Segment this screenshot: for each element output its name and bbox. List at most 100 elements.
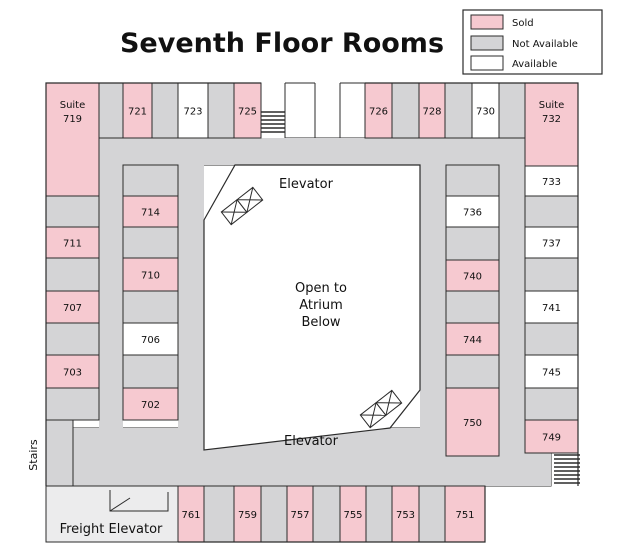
room-725[interactable]: 725: [233, 82, 262, 139]
room-753[interactable]: 753: [391, 485, 420, 543]
room-714[interactable]: 714: [122, 195, 179, 228]
room-filler: [45, 387, 100, 421]
room-filler: [524, 195, 579, 228]
elevator-top: Elevator: [220, 177, 334, 226]
room-750[interactable]: 750: [445, 387, 500, 457]
room-755[interactable]: 755: [339, 485, 367, 543]
room-710-area[interactable]: [122, 257, 179, 292]
room-761-area[interactable]: [177, 485, 205, 543]
room-728[interactable]: 728: [418, 82, 446, 139]
room-728-area[interactable]: [418, 82, 446, 139]
room-706-label: 706: [141, 335, 160, 346]
room-740[interactable]: 740: [445, 259, 500, 292]
elevator-top-icon: [220, 186, 264, 226]
room-745-area[interactable]: [524, 354, 579, 389]
room-711-area[interactable]: [45, 226, 100, 259]
room-740-area[interactable]: [445, 259, 500, 292]
room-741-area[interactable]: [524, 290, 579, 324]
room-741[interactable]: 741: [524, 290, 579, 324]
room-714-label: 714: [141, 208, 160, 219]
room-730-label: 730: [476, 107, 495, 118]
room-723-area[interactable]: [177, 82, 209, 139]
room-706[interactable]: 706: [122, 322, 179, 356]
room-761-label: 761: [181, 510, 200, 521]
legend-swatch-not-available: [470, 35, 504, 51]
room-706-area[interactable]: [122, 322, 179, 356]
room-723-label: 723: [183, 107, 202, 118]
room-filler: [45, 195, 100, 228]
room-710-label: 710: [141, 271, 160, 282]
room-filler: [207, 82, 235, 139]
room-702-label: 702: [141, 400, 160, 411]
room-732-label-line1: Suite: [539, 100, 565, 111]
room-707[interactable]: 707: [45, 290, 100, 324]
room-725-label: 725: [238, 107, 257, 118]
room-732-area[interactable]: [524, 82, 579, 167]
room-749[interactable]: 749: [524, 419, 579, 454]
room-726-area[interactable]: [364, 82, 393, 139]
room-759[interactable]: 759: [233, 485, 262, 543]
room-703-label: 703: [63, 368, 82, 379]
room-707-area[interactable]: [45, 290, 100, 324]
room-732[interactable]: Suite 732: [524, 82, 579, 167]
room-filler: [122, 164, 179, 197]
room-703[interactable]: 703: [45, 354, 100, 389]
room-filler: [498, 82, 526, 139]
room-726[interactable]: 726: [364, 82, 393, 139]
room-733[interactable]: 733: [524, 165, 579, 197]
room-filler: [122, 290, 179, 324]
room-737[interactable]: 737: [524, 226, 579, 259]
room-755-area[interactable]: [339, 485, 367, 543]
room-702[interactable]: 702: [122, 387, 179, 421]
legend-label-sold: Sold: [512, 18, 534, 29]
room-703-area[interactable]: [45, 354, 100, 389]
room-filler: [524, 387, 579, 421]
room-736-area[interactable]: [445, 195, 500, 228]
room-751[interactable]: 751: [444, 485, 486, 543]
room-710[interactable]: 710: [122, 257, 179, 292]
room-filler: [365, 485, 393, 543]
room-filler: [445, 226, 500, 261]
room-753-area[interactable]: [391, 485, 420, 543]
room-730-area[interactable]: [471, 82, 500, 139]
room-757-label: 757: [290, 510, 309, 521]
corridor-top-fill: [73, 138, 551, 165]
room-702-area[interactable]: [122, 387, 179, 421]
room-730[interactable]: 730: [471, 82, 500, 139]
atrium-label-line3: Below: [301, 315, 340, 330]
room-745-label: 745: [542, 368, 561, 379]
atrium: [203, 164, 421, 451]
page-title: Seventh Floor Rooms: [120, 28, 444, 59]
room-757[interactable]: 757: [286, 485, 314, 543]
room-744-area[interactable]: [445, 322, 500, 356]
room-736[interactable]: 736: [445, 195, 500, 228]
stairs-left-label: Stairs: [27, 439, 40, 471]
room-filler: [151, 82, 179, 139]
room-744[interactable]: 744: [445, 322, 500, 356]
room-filler: [524, 257, 579, 292]
room-711[interactable]: 711: [45, 226, 100, 259]
room-714-area[interactable]: [122, 195, 179, 228]
room-732-label-line2: 732: [542, 114, 561, 125]
room-751-label: 751: [455, 510, 474, 521]
legend-swatch-sold: [470, 14, 504, 30]
building-outline-left: [45, 82, 261, 486]
room-filler: [312, 485, 341, 543]
room-733-area[interactable]: [524, 165, 579, 197]
room-721[interactable]: 721: [122, 82, 153, 139]
room-737-area[interactable]: [524, 226, 579, 259]
room-711-label: 711: [63, 239, 82, 250]
room-741-label: 741: [542, 303, 561, 314]
room-745[interactable]: 745: [524, 354, 579, 389]
room-723[interactable]: 723: [177, 82, 209, 139]
stairs-left-landing: [45, 419, 74, 487]
room-750-area[interactable]: [445, 387, 500, 457]
room-721-label: 721: [128, 107, 147, 118]
room-726-label: 726: [369, 107, 388, 118]
room-749-label: 749: [542, 433, 561, 444]
room-761[interactable]: 761: [177, 485, 205, 543]
room-759-label: 759: [238, 510, 257, 521]
room-719-area[interactable]: [45, 82, 100, 197]
room-751-area[interactable]: [444, 485, 486, 543]
